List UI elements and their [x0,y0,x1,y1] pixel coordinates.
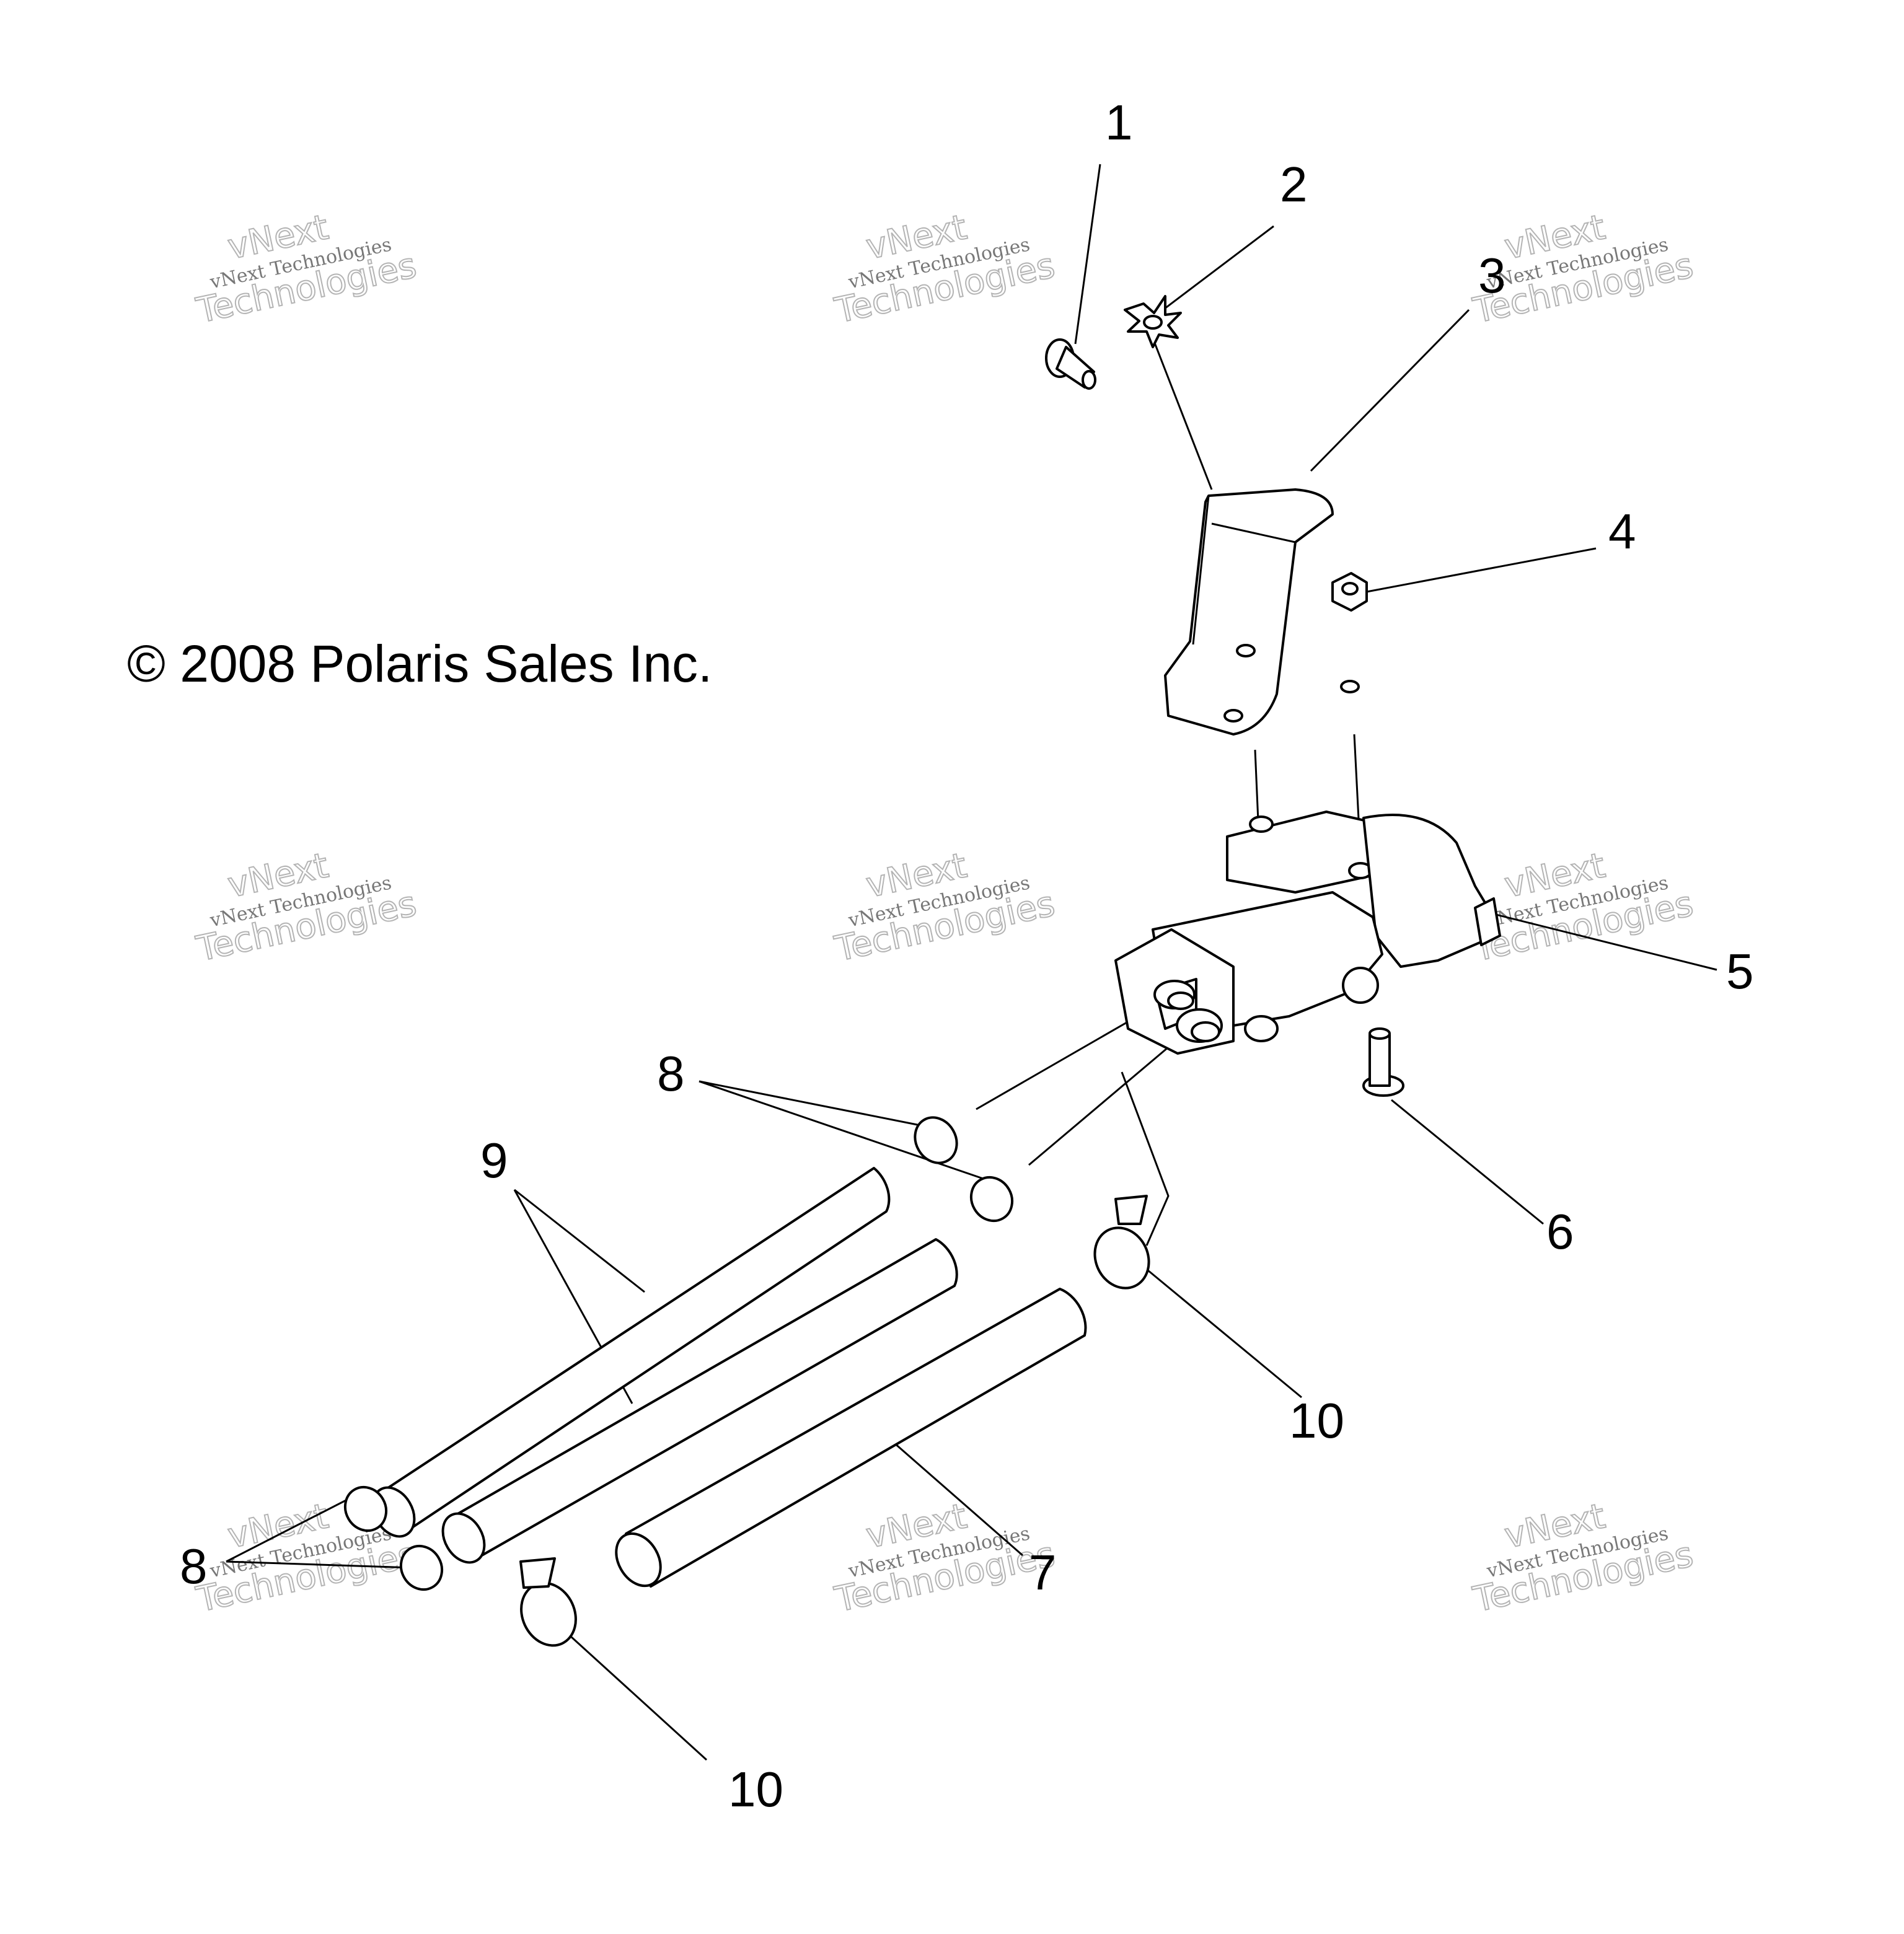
nut-part-4 [1331,572,1368,612]
callout-4: 4 [1608,504,1636,559]
callout-8-top: 8 [657,1046,685,1101]
callout-2: 2 [1280,157,1308,212]
callout-6: 6 [1546,1204,1574,1259]
screw-clamp-part-10 [519,1195,1150,1647]
clamp-part-8 [343,1116,1014,1591]
callout-10-bottom: 10 [728,1762,783,1817]
callout-7: 7 [1029,1545,1057,1600]
callout-labels: 1 2 3 4 5 6 7 8 8 9 10 10 [180,95,1754,1817]
star-washer-part-2 [1124,295,1182,348]
callout-3: 3 [1478,248,1506,303]
callout-8-bottom: 8 [180,1539,208,1594]
bolt-part-6 [1362,1027,1404,1097]
callout-10-right: 10 [1289,1393,1344,1448]
callout-9: 9 [480,1133,508,1188]
bolt-part-1 [1045,338,1096,390]
hose-part-7 [615,1288,1087,1588]
callout-5: 5 [1726,944,1754,999]
leader-lines [226,164,1717,1761]
copyright-text: © 2008 Polaris Sales Inc. [127,635,712,693]
callout-1: 1 [1105,95,1133,150]
bracket-part-3 [1164,488,1360,736]
parts-illustration [343,295,1501,1647]
hose-part-9 [371,1167,958,1564]
valve-assembly-part-5 [1114,811,1501,1055]
